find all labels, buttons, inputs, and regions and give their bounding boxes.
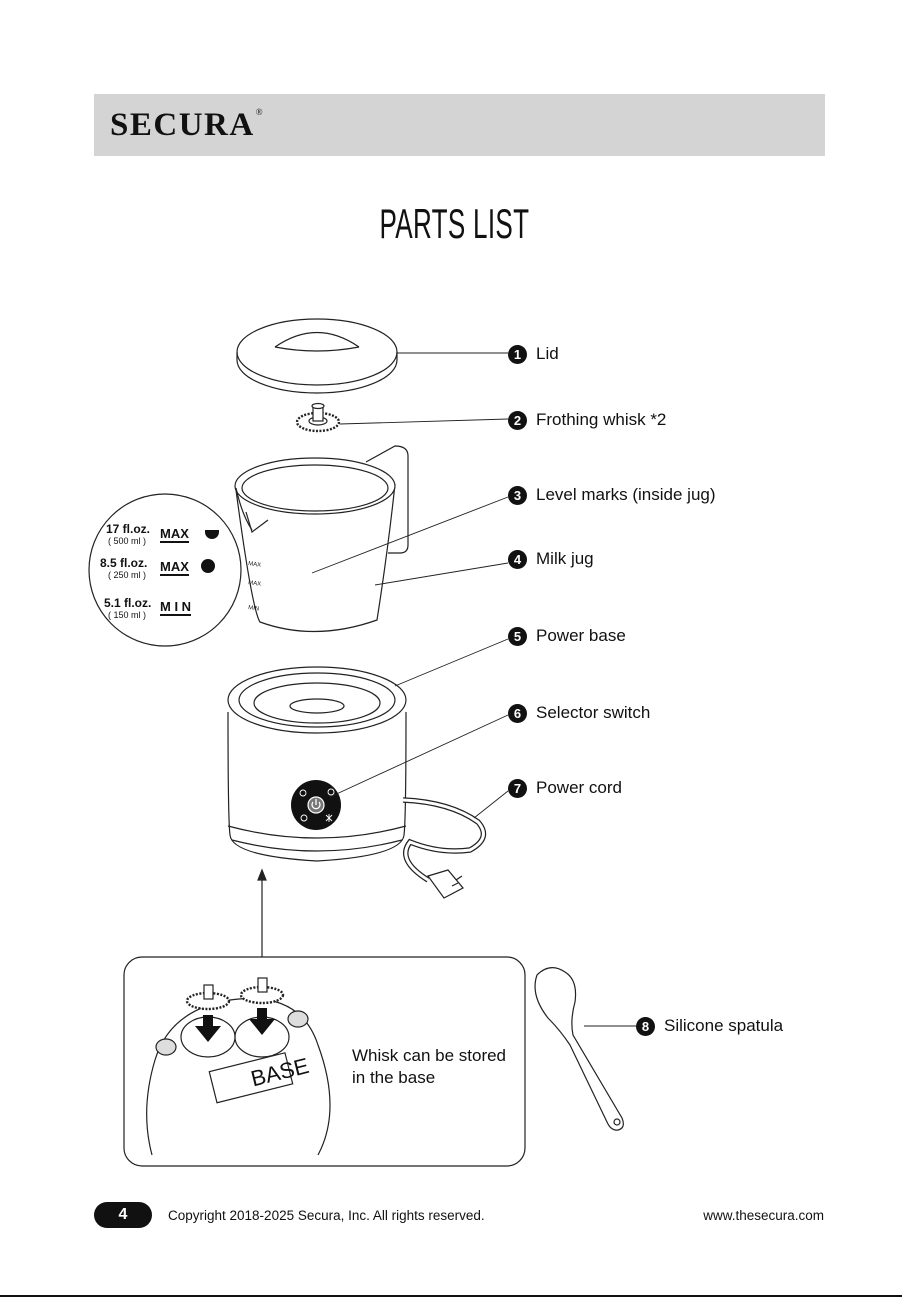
- part-callout-7: 7 Power cord: [508, 778, 622, 798]
- level-mark: MAX: [160, 526, 189, 543]
- level-mark-row: 17 fl.oz. ( 500 ml ) MAX: [106, 522, 236, 546]
- base-note-line: in the base: [352, 1068, 436, 1087]
- part-label: Level marks (inside jug): [536, 485, 716, 504]
- brand-logo: SECURA®: [110, 107, 265, 143]
- part-callout-8: 8 Silicone spatula: [636, 1016, 783, 1036]
- part-label: Milk jug: [536, 549, 594, 568]
- website-link[interactable]: www.thesecura.com: [703, 1208, 824, 1223]
- level-oz: 17 fl.oz.: [106, 522, 151, 536]
- part-number-badge: 1: [508, 344, 527, 364]
- part-number-badge: 5: [508, 626, 527, 646]
- level-oz: 8.5 fl.oz.: [100, 556, 148, 570]
- level-ml: ( 500 ml ): [108, 536, 147, 546]
- part-label: Selector switch: [536, 703, 651, 722]
- copyright-text: Copyright 2018-2025 Secura, Inc. All rig…: [168, 1208, 485, 1223]
- base-storage-inset: [123, 956, 526, 1167]
- level-ml: ( 250 ml ): [108, 570, 147, 580]
- part-callout-6: 6 Selector switch: [508, 703, 650, 723]
- part-label: Frothing whisk *2: [536, 410, 667, 429]
- part-number-badge: 7: [508, 778, 527, 798]
- level-mark-row: 8.5 fl.oz. ( 250 ml ) MAX: [100, 556, 230, 580]
- power-base-illustration: [227, 638, 509, 899]
- level-mark-row: 5.1 fl.oz. ( 150 ml ) M I N: [104, 596, 234, 620]
- part-number-badge: 8: [636, 1016, 655, 1036]
- svg-text:MAX: MAX: [248, 580, 262, 588]
- cup-icon: [205, 530, 219, 539]
- base-note-line: Whisk can be stored: [352, 1046, 507, 1065]
- part-callout-3: 3 Level marks (inside jug): [508, 485, 716, 505]
- part-label: Power base: [536, 626, 626, 645]
- part-callout-2: 2 Frothing whisk *2: [508, 410, 666, 430]
- spatula-illustration: [534, 967, 636, 1131]
- part-number-badge: 2: [508, 410, 527, 430]
- page-title: PARTS LIST: [379, 200, 530, 247]
- header-bar: SECURA®: [94, 94, 825, 156]
- arrow-up-icon: [257, 868, 267, 958]
- level-mark: M I N: [160, 599, 192, 616]
- part-callout-1: 1 Lid: [508, 344, 559, 364]
- jug-illustration: MAX MAX MIN: [234, 445, 509, 633]
- level-ml: ( 150 ml ): [108, 610, 147, 620]
- part-callout-4: 4 Milk jug: [508, 549, 594, 569]
- part-number-badge: 4: [508, 549, 527, 569]
- foam-cup-icon: [201, 559, 215, 573]
- bottom-rule: [0, 1295, 902, 1297]
- base-storage-note: Whisk can be stored in the base: [352, 1045, 506, 1089]
- part-callout-5: 5 Power base: [508, 626, 626, 646]
- lid-illustration: [236, 318, 508, 394]
- part-label: Silicone spatula: [664, 1016, 784, 1035]
- svg-text:MIN: MIN: [248, 605, 260, 612]
- part-label: Power cord: [536, 778, 622, 797]
- level-mark: MAX: [160, 559, 189, 576]
- part-number-badge: 6: [508, 703, 527, 723]
- page-number-badge: 4: [94, 1202, 152, 1228]
- svg-text:MAX: MAX: [248, 561, 262, 569]
- level-marks-callout-circle: [88, 493, 242, 647]
- part-number-badge: 3: [508, 485, 527, 505]
- level-oz: 5.1 fl.oz.: [104, 596, 152, 610]
- whisk-illustration: [295, 402, 509, 433]
- part-label: Lid: [536, 344, 559, 363]
